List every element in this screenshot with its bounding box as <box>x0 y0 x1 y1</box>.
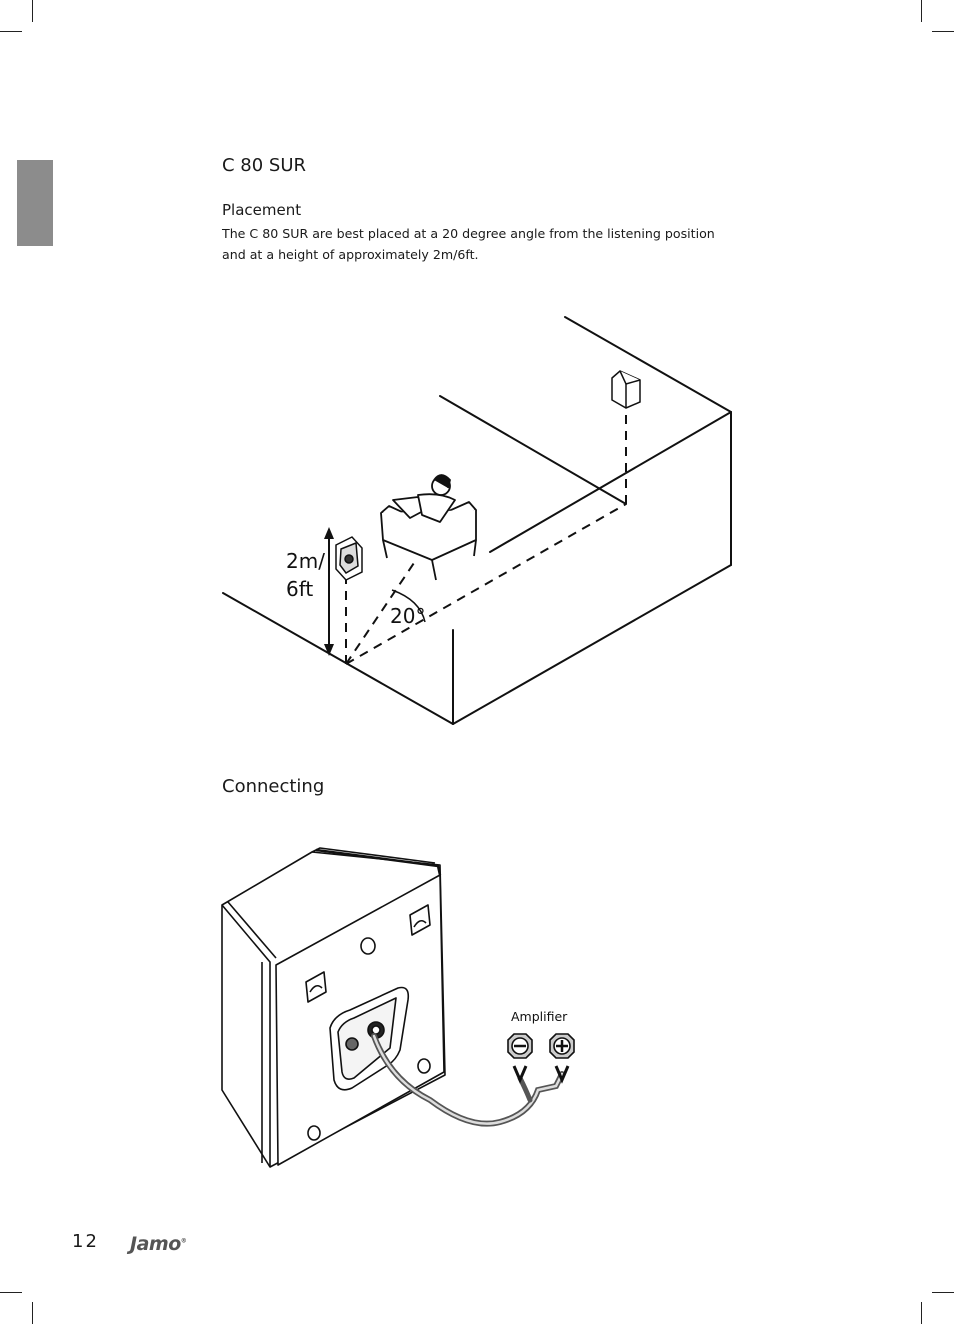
floor-edge-line <box>452 564 732 725</box>
page-title: C 80 SUR <box>222 155 307 176</box>
height-label-line1: 2m/ <box>286 549 325 573</box>
sightline-dashed <box>345 503 627 665</box>
crop-mark <box>32 0 33 22</box>
speaker-rear-view <box>221 847 446 1168</box>
amplifier-label: Amplifier <box>511 1009 568 1024</box>
height-label-line2: 6ft <box>286 577 313 601</box>
sightline-dashed <box>345 559 417 665</box>
connecting-heading: Connecting <box>222 776 325 797</box>
language-tab <box>17 160 53 246</box>
crop-mark <box>921 1302 922 1324</box>
connecting-diagram: Amplifier <box>221 847 575 1168</box>
listener-on-sofa-icon <box>380 474 477 581</box>
placement-text: The C 80 SUR are best placed at a 20 deg… <box>222 226 715 262</box>
crop-mark <box>932 1292 954 1293</box>
angle-arc <box>391 589 426 623</box>
placement-heading: Placement <box>222 201 302 219</box>
crop-mark <box>32 1302 33 1324</box>
angle-label: 20° <box>390 604 425 628</box>
crop-mark <box>0 1292 22 1293</box>
amplifier-terminals <box>507 1033 575 1084</box>
page-number: 12 <box>72 1231 99 1252</box>
wall-top-line <box>564 316 732 413</box>
far-speaker-icon <box>611 370 641 409</box>
floor-edge-line <box>222 592 454 725</box>
near-speaker-icon <box>335 536 363 581</box>
crop-mark <box>932 31 954 32</box>
placement-diagram: 2m/ 6ft 20° <box>222 316 732 725</box>
height-arrow <box>324 527 334 656</box>
crop-mark <box>921 0 922 22</box>
wall-top-line <box>489 411 732 553</box>
floor-back-line <box>439 395 627 505</box>
crop-mark <box>0 31 22 32</box>
brand-logo: Jamo® <box>130 1233 187 1255</box>
